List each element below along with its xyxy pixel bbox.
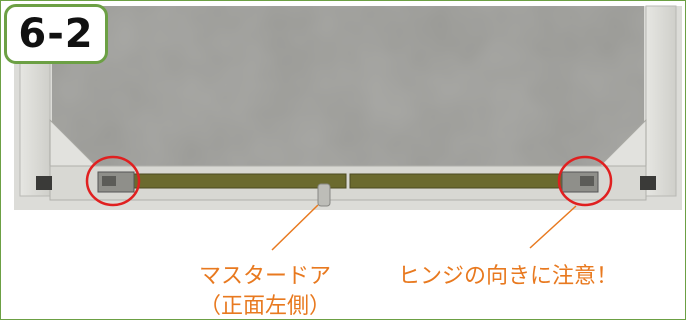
- hinge-highlight-circle-left: [85, 155, 141, 207]
- caption-master-door-position: （正面左側）: [198, 294, 331, 319]
- right-hinge: [561, 171, 599, 193]
- right-frame: [645, 5, 677, 197]
- caption-master-door: マスタードア: [198, 264, 331, 289]
- caption-hinge-note: ヒンジの向きに注意！: [398, 264, 619, 289]
- pointer-arrow-hinge: [529, 205, 577, 249]
- slave-door-bar: [349, 173, 565, 189]
- left-hinge: [97, 171, 135, 193]
- hinge-highlight-circle-right: [557, 155, 613, 207]
- step-number: 6-2: [18, 11, 94, 57]
- pointer-arrow-master: [271, 204, 319, 251]
- step-badge: 6-2: [4, 4, 108, 64]
- door-handle: [317, 183, 331, 207]
- master-door-bar: [131, 173, 347, 189]
